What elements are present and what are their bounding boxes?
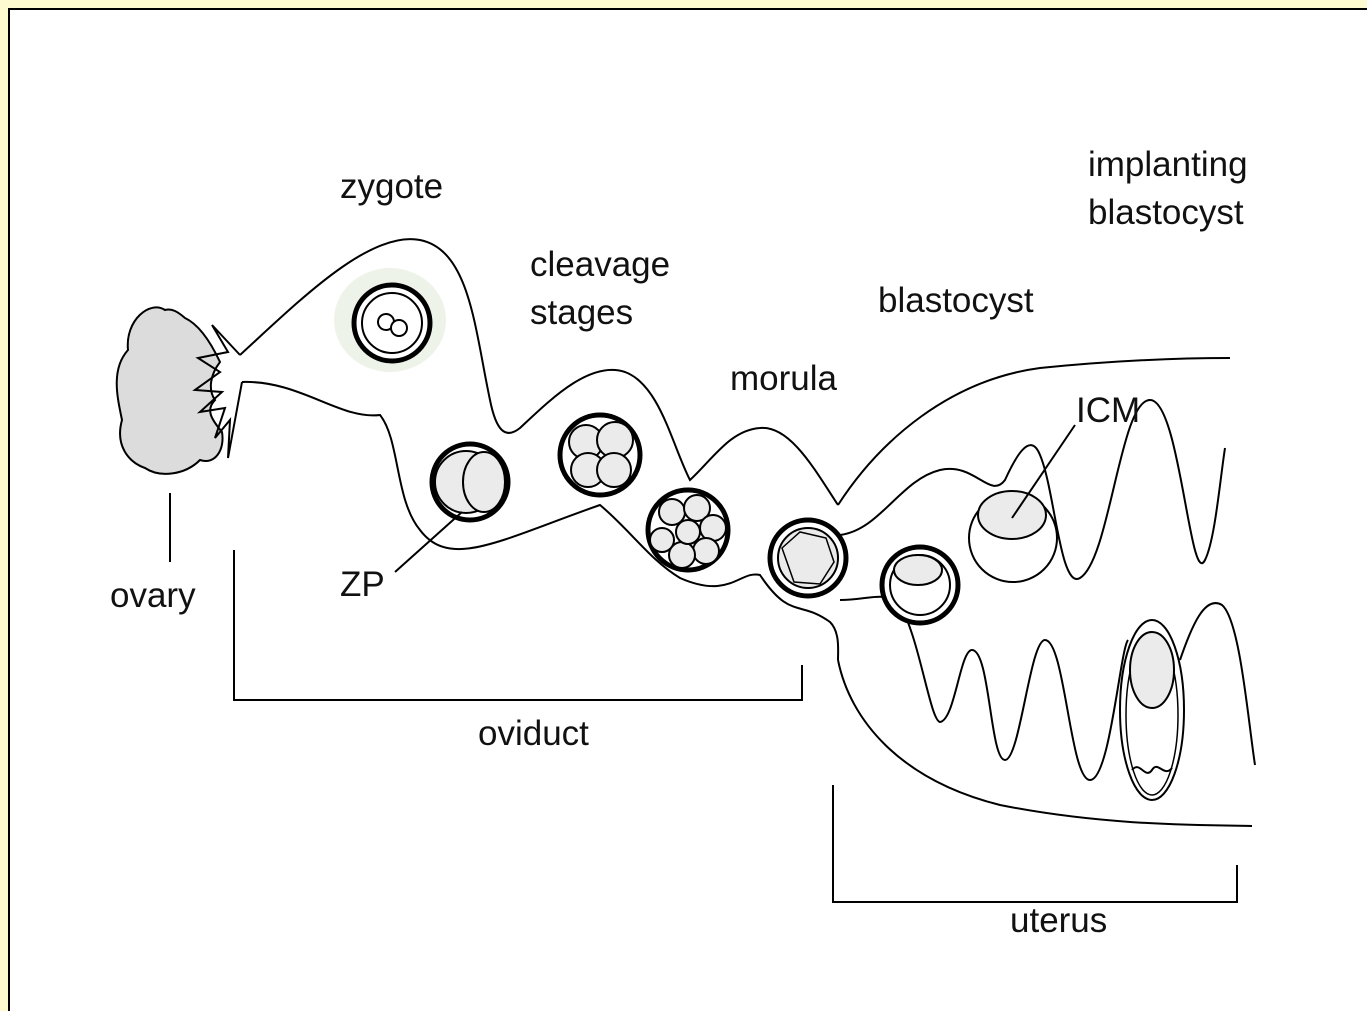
label-icm: ICM xyxy=(1076,391,1140,430)
four-cell-blastomere-4 xyxy=(597,453,631,487)
label-zygote: zygote xyxy=(340,167,443,206)
uterus-bracket xyxy=(833,785,1237,902)
blastocyst-icm xyxy=(894,555,942,585)
eight-cell-blastomere-4 xyxy=(693,538,719,564)
implanting-blastocyst-icm xyxy=(1130,632,1174,708)
uterine-folds-lower-right xyxy=(1180,603,1255,765)
hatched-blastocyst-icm xyxy=(978,491,1046,539)
oviduct-bracket xyxy=(234,550,802,700)
label-ovary: ovary xyxy=(110,576,196,615)
uterus-upper-wall xyxy=(838,358,1230,505)
eight-cell-blastomere-6 xyxy=(650,528,674,552)
label-implanting: implanting xyxy=(1088,145,1248,184)
label-oviduct: oviduct xyxy=(478,714,589,753)
two-cell-blastomere-b xyxy=(463,452,505,512)
eight-cell-blastomere-7 xyxy=(676,520,700,544)
oviduct-lower-wall xyxy=(242,382,838,660)
eight-cell-blastomere-3 xyxy=(700,515,726,541)
zp-pointer-line xyxy=(395,512,462,572)
label-morula: morula xyxy=(730,359,838,398)
uterus-lower-wall xyxy=(838,660,1252,826)
label-blastocyst: blastocyst xyxy=(878,281,1034,320)
label-uterus: uterus xyxy=(1010,901,1107,940)
label-cleavage: cleavage xyxy=(530,245,670,284)
label-implanting-blastocyst: blastocyst xyxy=(1088,193,1244,232)
label-zp: ZP xyxy=(340,565,385,604)
uterine-folds-lower xyxy=(840,597,1128,780)
label-stages: stages xyxy=(530,293,633,332)
pronucleus-right xyxy=(391,320,407,336)
morula-cell xyxy=(778,528,838,588)
